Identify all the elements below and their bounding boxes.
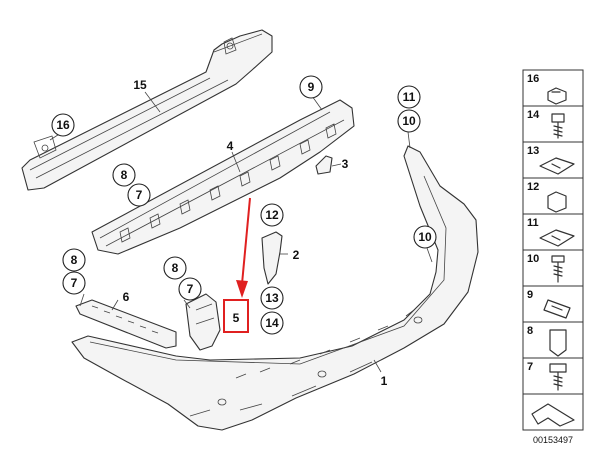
sidebar-label-11: 11	[527, 217, 539, 229]
screw-icon	[551, 255, 565, 283]
callout-14-circle	[260, 311, 284, 335]
bumper-cover-1	[71, 145, 479, 431]
label-7b: 7	[71, 276, 78, 290]
label-7a: 7	[136, 188, 143, 202]
label-5: 5	[233, 311, 240, 325]
screw-icon	[551, 113, 565, 139]
label-8c: 8	[172, 261, 179, 275]
callout-10b-circle	[413, 225, 437, 249]
callout-16-circle	[51, 113, 75, 137]
fastener-sidebar: 16 14 13 12 11 10 9 8 7 00153497	[522, 69, 584, 445]
highlight-arrow	[223, 197, 251, 333]
label-7c: 7	[187, 282, 194, 296]
label-8a: 8	[121, 168, 128, 182]
label-14: 14	[265, 316, 279, 330]
label-8b: 8	[71, 253, 78, 267]
sidebar-cell-16	[522, 69, 584, 107]
diagram-number: 00153497	[533, 435, 573, 445]
impact-carrier-15	[21, 29, 273, 191]
label-10a: 10	[402, 114, 416, 128]
guide-2	[261, 231, 283, 285]
label-4: 4	[227, 139, 234, 153]
sidebar-label-13: 13	[527, 145, 539, 157]
label-12: 12	[265, 208, 279, 222]
label-15: 15	[133, 78, 147, 92]
callout-8c-circle	[163, 256, 187, 280]
sidebar-label-8: 8	[527, 325, 533, 337]
sidebar-cell-9	[522, 285, 584, 323]
sidebar-label-7: 7	[527, 361, 533, 373]
label-10b: 10	[418, 230, 432, 244]
arrow-legend-icon	[531, 403, 575, 427]
label-16: 16	[56, 118, 70, 132]
callout-8b-circle	[62, 248, 86, 272]
label-1: 1	[381, 374, 388, 388]
callout-10a-circle	[397, 109, 421, 133]
reflector-6	[75, 299, 177, 349]
bumper-carrier-4	[91, 99, 355, 255]
label-2: 2	[293, 248, 300, 262]
clip-nut-icon	[539, 157, 575, 175]
callout-8a-circle	[112, 163, 136, 187]
callout-9-circle	[299, 75, 323, 99]
sidebar-label-12: 12	[527, 181, 539, 193]
sidebar-label-16: 16	[527, 73, 539, 85]
callout-11-circle	[397, 85, 421, 109]
spring-clip-icon	[543, 299, 571, 319]
hex-nut-icon	[547, 87, 567, 105]
label-3: 3	[342, 157, 349, 171]
callout-7a-circle	[127, 183, 151, 207]
callout-7c-circle	[178, 277, 202, 301]
label-11: 11	[403, 90, 416, 104]
bracket-5	[185, 293, 221, 351]
screw-icon	[549, 363, 567, 391]
sidebar-cell-14	[522, 105, 584, 143]
label-6: 6	[123, 290, 130, 304]
sidebar-label-14: 14	[527, 109, 540, 121]
hex-nut-icon	[547, 191, 567, 213]
bracket-3	[315, 155, 333, 175]
sidebar-cell-legend	[522, 393, 584, 431]
callout-12-circle	[260, 203, 284, 227]
label-9: 9	[308, 80, 315, 94]
callout-13-circle	[260, 286, 284, 310]
callout-7b-circle	[62, 271, 86, 295]
sidebar-label-9: 9	[527, 289, 533, 301]
sidebar-label-10: 10	[527, 253, 539, 265]
expansion-nut-icon	[549, 329, 567, 357]
label-13: 13	[265, 291, 279, 305]
clip-nut-icon	[539, 229, 575, 247]
